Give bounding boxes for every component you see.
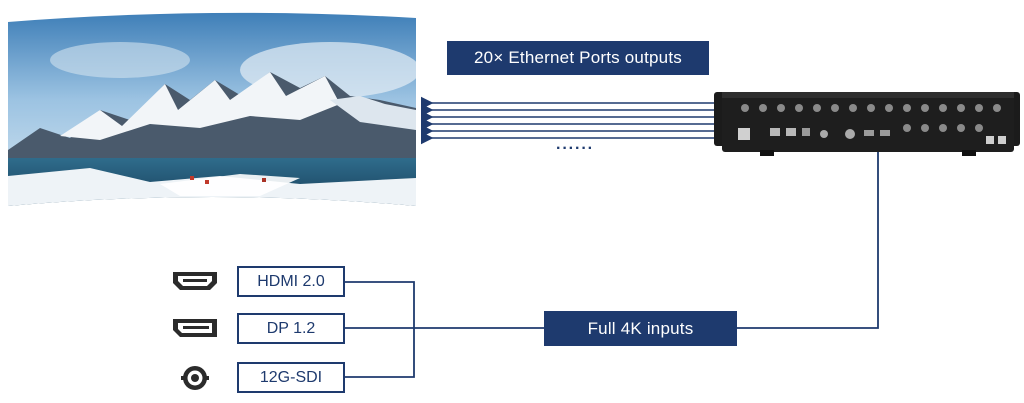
ethernet-output-lines xyxy=(420,96,724,145)
bnc-connector-icon xyxy=(181,364,209,392)
led-controller-device xyxy=(714,92,1020,156)
more-lines-dots: ······ xyxy=(556,140,594,157)
input-box-hdmi: HDMI 2.0 xyxy=(237,266,345,297)
input-lines xyxy=(344,152,879,378)
input-box-dp: DP 1.2 xyxy=(237,313,345,344)
displayport-connector-icon xyxy=(172,317,218,339)
curved-led-screen xyxy=(8,12,416,206)
full-4k-inputs-label: Full 4K inputs xyxy=(544,311,737,346)
hdmi-connector-icon xyxy=(172,270,218,292)
ethernet-outputs-label: 20× Ethernet Ports outputs xyxy=(447,41,709,75)
input-box-sdi: 12G-SDI xyxy=(237,362,345,393)
